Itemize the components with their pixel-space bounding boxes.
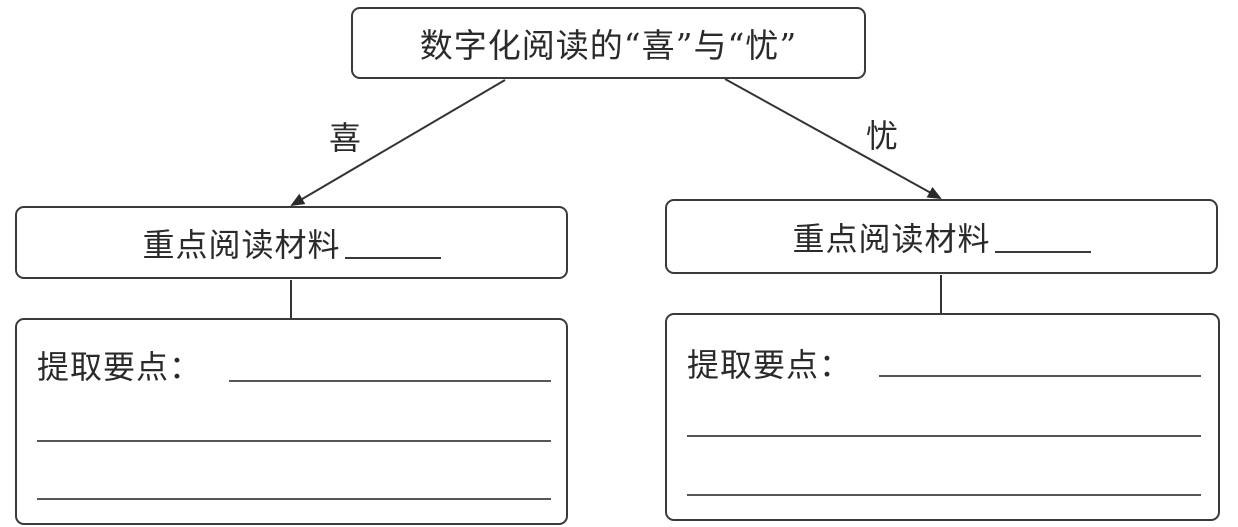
worry-material-blank[interactable] — [994, 221, 1091, 253]
arrow-to-right-branch — [724, 78, 942, 199]
worry-material-node: 重点阅读材料 — [665, 199, 1218, 274]
joy-material-label: 重点阅读材料 — [142, 225, 341, 264]
joy-answer-line-1[interactable] — [229, 380, 551, 382]
worry-edge-label: 忧 — [866, 117, 899, 155]
arrow-to-left-branch — [290, 79, 506, 207]
joy-key-points-box: 提取要点： — [15, 318, 568, 525]
title-text: 数字化阅读的“喜”与“忧” — [419, 26, 798, 65]
worry-key-points-box: 提取要点： — [665, 313, 1220, 521]
joy-material-blank[interactable] — [344, 227, 441, 259]
joy-material-node: 重点阅读材料 — [15, 206, 568, 279]
worry-extract-label: 提取要点： — [687, 346, 853, 384]
joy-extract-label: 提取要点： — [37, 348, 203, 386]
title-node: 数字化阅读的“喜”与“忧” — [351, 7, 866, 79]
joy-answer-line-2[interactable] — [37, 440, 551, 442]
joy-edge-label: 喜 — [329, 119, 362, 157]
joy-answer-line-3[interactable] — [37, 498, 551, 500]
worry-answer-line-2[interactable] — [687, 435, 1201, 437]
worry-answer-line-1[interactable] — [879, 375, 1201, 377]
worry-answer-line-3[interactable] — [687, 494, 1201, 496]
worry-material-label: 重点阅读材料 — [792, 219, 991, 258]
